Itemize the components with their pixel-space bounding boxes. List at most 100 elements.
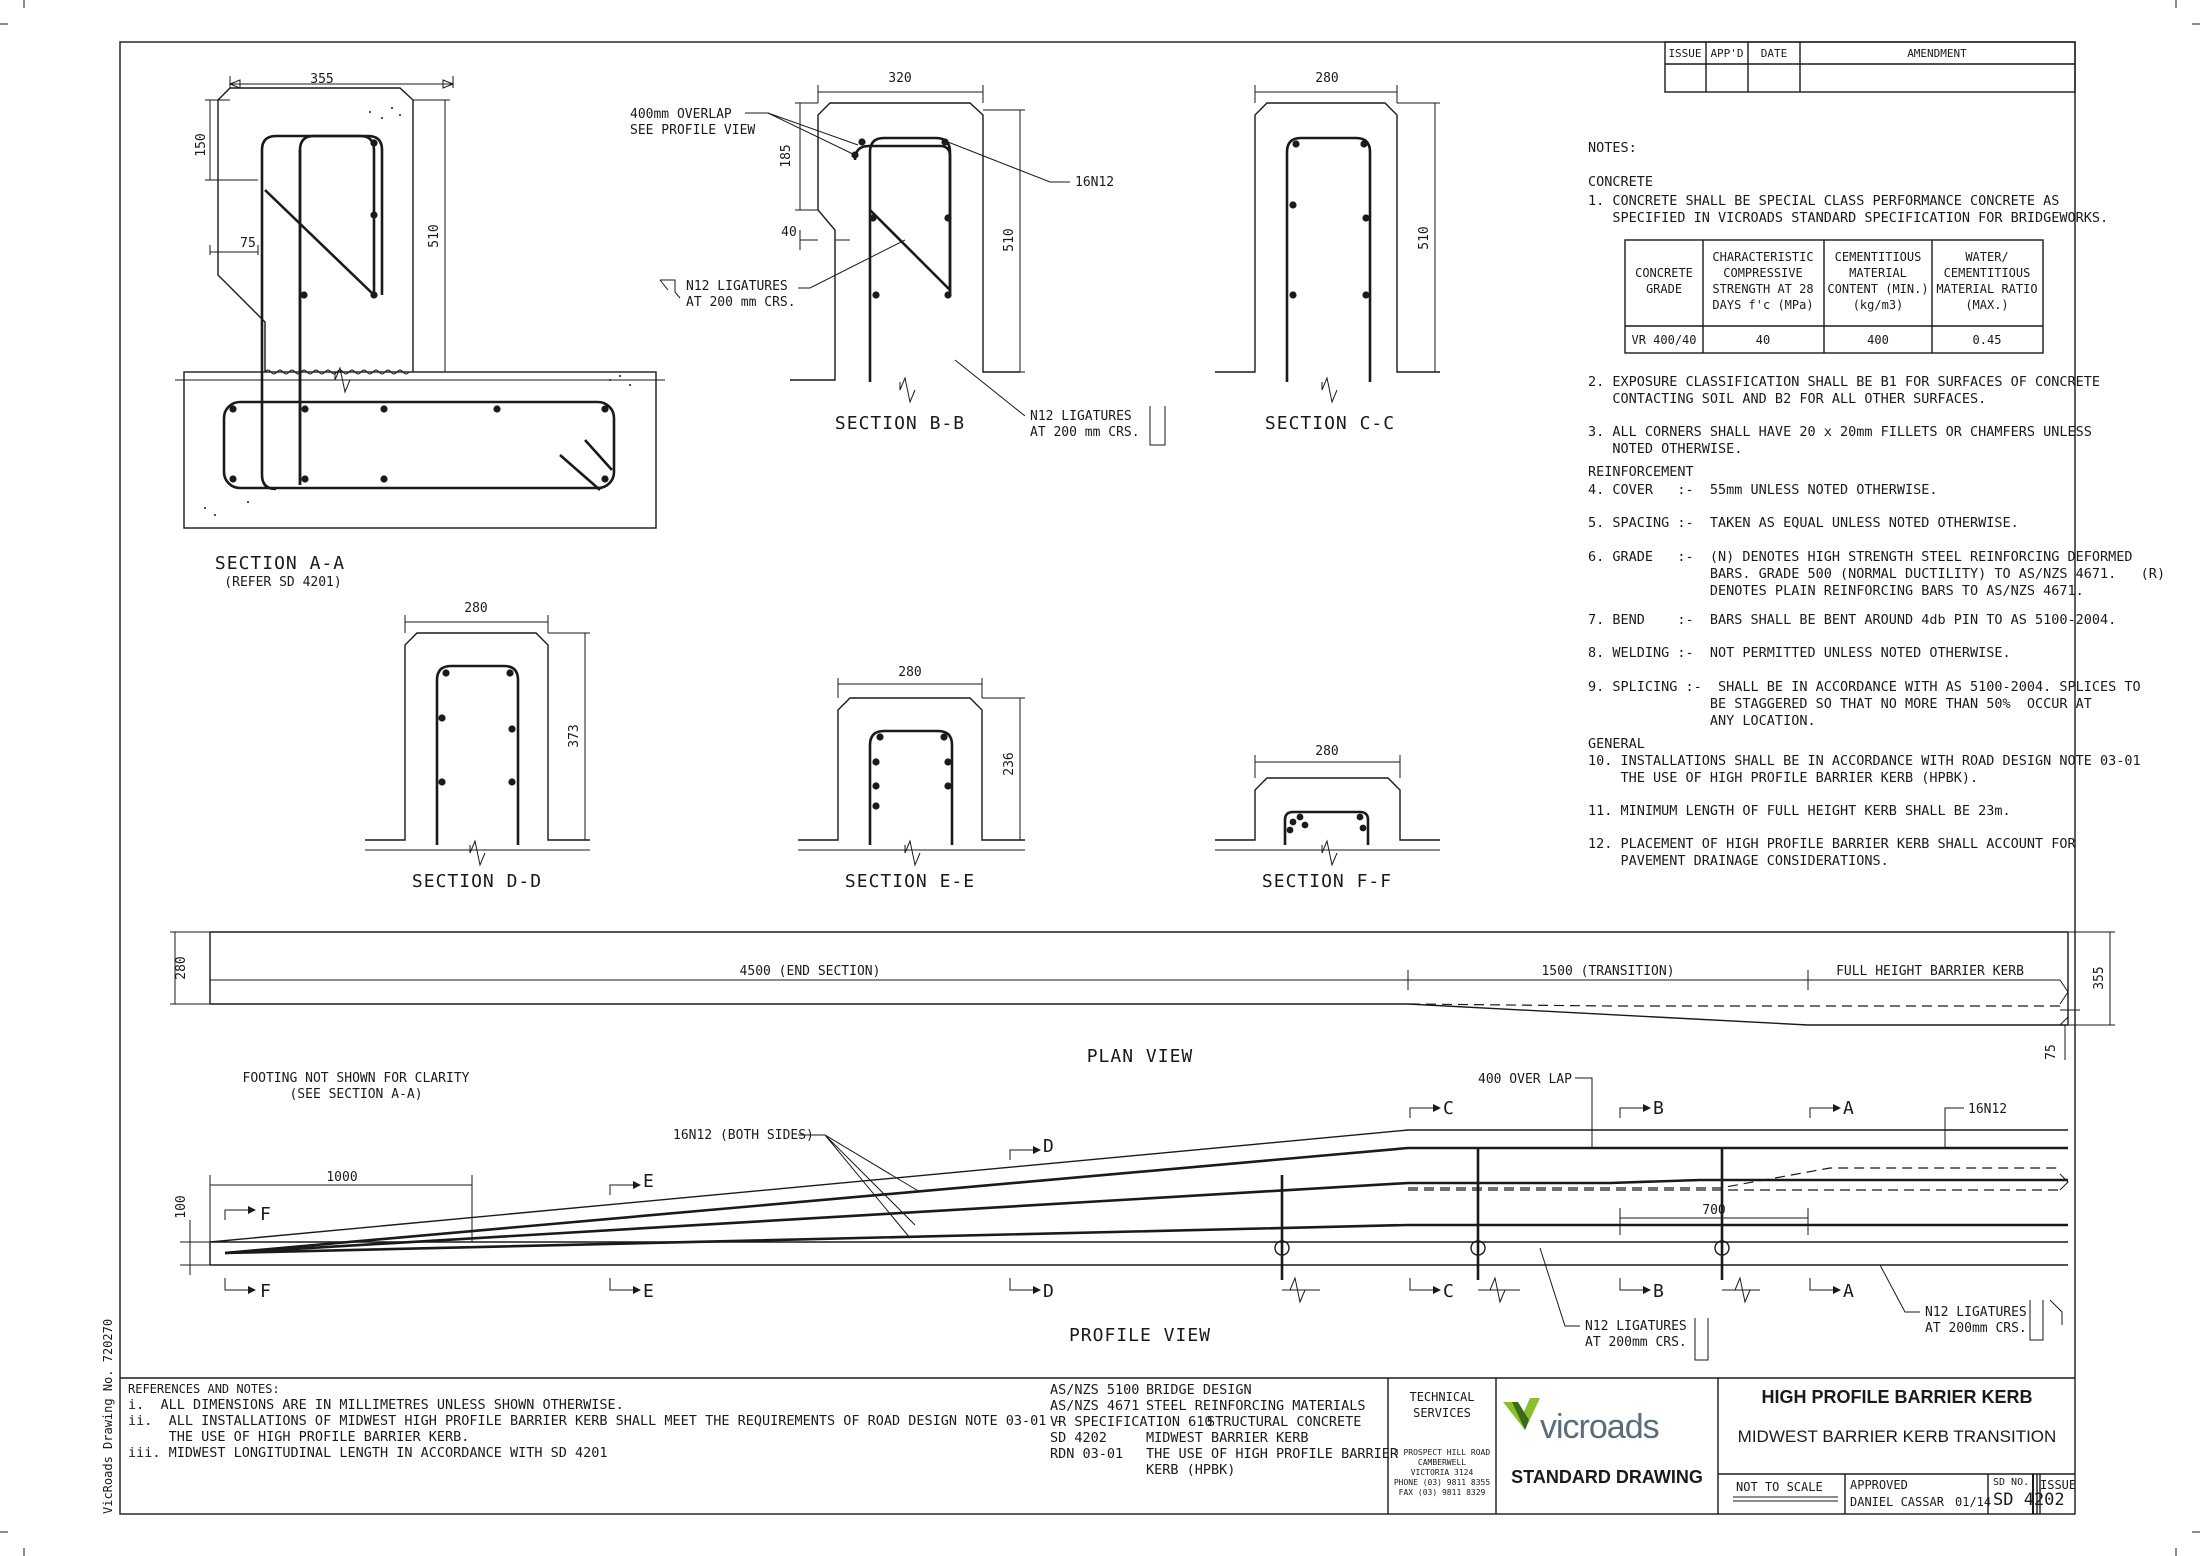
svg-text:320: 320 [888,71,911,86]
svg-text:(kg/m3): (kg/m3) [1853,298,1904,312]
svg-text:N12 LIGATURES: N12 LIGATURES [686,279,788,294]
callout-overlap-400: 400 OVER LAP [1478,1072,1572,1087]
section-aa-subtitle: (REFER SD 4201) [224,575,341,590]
svg-text:280: 280 [1315,744,1338,759]
mark-a-bottom: A [1843,1281,1855,1302]
sheet-border [119,41,2076,1515]
svg-text:CONCRETE: CONCRETE [1588,174,1653,190]
svg-text:AT 200mm CRS.: AT 200mm CRS. [1925,1321,2027,1336]
concrete-table: CONCRETE GRADE CHARACTERISTIC COMPRESSIV… [1624,239,2044,354]
svg-text:280: 280 [898,665,921,680]
svg-text:AS/NZS 4671: AS/NZS 4671 [1050,1398,1139,1414]
svg-text:01/14: 01/14 [1955,1495,1991,1509]
svg-text:75: 75 [240,236,256,251]
svg-text:SERVICES: SERVICES [1413,1406,1471,1420]
svg-text:12. PLACEMENT OF HIGH PROFILE: 12. PLACEMENT OF HIGH PROFILE BARRIER KE… [1588,836,2077,852]
svg-text:2. EXPOSURE CLASSIFICATION SHA: 2. EXPOSURE CLASSIFICATION SHALL BE B1 F… [1588,374,2100,390]
section-aa: 355 150 75 510 SECTION A-A (REFER SD 420… [175,72,665,590]
section-cc-title: SECTION C-C [1265,413,1395,434]
svg-text:3 PROSPECT HILL ROAD: 3 PROSPECT HILL ROAD [1394,1448,1491,1457]
svg-text:GRADE: GRADE [1646,282,1682,296]
plan-dim-transition: 1500 (TRANSITION) [1541,964,1674,979]
svg-text:CEMENTITIOUS: CEMENTITIOUS [1944,266,2031,280]
mark-e-bottom: E [643,1281,655,1302]
section-dd-title: SECTION D-D [412,871,542,892]
svg-text:355: 355 [310,72,333,87]
svg-text:AT 200 mm CRS.: AT 200 mm CRS. [1030,425,1140,440]
svg-text:1. CONCRETE SHALL BE SPECIAL C: 1. CONCRETE SHALL BE SPECIAL CLASS PERFO… [1588,193,2059,209]
svg-text:3. ALL CORNERS SHALL HAVE 20 x: 3. ALL CORNERS SHALL HAVE 20 x 20mm FILL… [1588,424,2092,440]
profile-view: 1000 100 700 F F E E D D C C B B A A FOO… [174,1071,2069,1361]
svg-text:VR 400/40: VR 400/40 [1631,333,1696,347]
mark-c-bottom: C [1443,1281,1455,1302]
svg-text:i. ALL DIMENSIONS ARE IN MILL: i. ALL DIMENSIONS ARE IN MILLIMETRES UNL… [128,1397,624,1413]
svg-text:185: 185 [779,144,794,167]
svg-text:BARS. GRADE 500 (NORMAL DUCTIL: BARS. GRADE 500 (NORMAL DUCTILITY) TO AS… [1588,566,2165,582]
svg-text:CHARACTERISTIC: CHARACTERISTIC [1712,250,1813,264]
svg-text:700: 700 [1702,1203,1725,1218]
svg-text:ii. ALL INSTALLATIONS OF MIDW: ii. ALL INSTALLATIONS OF MIDWEST HIGH PR… [128,1413,1063,1429]
svg-text:510: 510 [427,224,442,247]
drawing-title: HIGH PROFILE BARRIER KERB [1761,1387,2032,1407]
svg-text:CAMBERWELL: CAMBERWELL [1418,1458,1466,1467]
mark-e-top: E [643,1171,655,1192]
svg-text:KERB (HPBK): KERB (HPBK) [1146,1462,1235,1478]
profile-view-title: PROFILE VIEW [1069,1325,1211,1346]
svg-text:AS/NZS 5100: AS/NZS 5100 [1050,1382,1139,1398]
svg-text:236: 236 [1002,752,1017,775]
svg-text:100: 100 [174,1195,189,1218]
svg-text:CEMENTITIOUS: CEMENTITIOUS [1835,250,1922,264]
svg-text:(MAX.): (MAX.) [1965,298,2008,312]
callout-16n12: 16N12 [1075,175,1114,190]
svg-text:FOOTING NOT SHOWN FOR CLARITY: FOOTING NOT SHOWN FOR CLARITY [243,1071,470,1086]
svg-text:7. BEND :- BARS SHALL BE B: 7. BEND :- BARS SHALL BE BENT AROUND 4db… [1588,612,2116,628]
mark-f-top: F [260,1204,272,1225]
plan-dim-end: 4500 (END SECTION) [740,964,881,979]
svg-text:0.45: 0.45 [1973,333,2002,347]
svg-text:VR SPECIFICATION 610: VR SPECIFICATION 610 [1050,1414,1213,1430]
mark-b-top: B [1653,1098,1665,1119]
sd-no-text-label: SD NO. [1993,1477,2030,1488]
standard-drawing-label: STANDARD DRAWING [1511,1467,1703,1487]
callout-overlap: 400mm OVERLAP [630,107,732,122]
svg-text:BE STAGGERED SO THAT NO MORE T: BE STAGGERED SO THAT NO MORE THAN 50% OC… [1588,696,2092,712]
svg-text:CONTENT (MIN.): CONTENT (MIN.) [1827,282,1928,296]
svg-text:GENERAL: GENERAL [1588,736,1645,752]
svg-text:AT 200mm CRS.: AT 200mm CRS. [1585,1335,1687,1350]
svg-text:SEE PROFILE VIEW: SEE PROFILE VIEW [630,123,755,138]
svg-text:280: 280 [1315,71,1338,86]
svg-text:(SEE SECTION A-A): (SEE SECTION A-A) [289,1087,422,1102]
svg-text:STRUCTURAL CONCRETE: STRUCTURAL CONCRETE [1207,1414,1361,1430]
svg-text:N12 LIGATURES: N12 LIGATURES [1925,1305,2027,1320]
svg-text:WATER/: WATER/ [1965,250,2008,264]
svg-text:40: 40 [1756,333,1770,347]
svg-text:5. SPACING :- TAKEN AS EQUAL: 5. SPACING :- TAKEN AS EQUAL UNLESS NOTE… [1588,515,2019,531]
notes-block: NOTES: CONCRETE 1. CONCRETE SHALL BE SPE… [1588,140,2165,869]
svg-text:MIDWEST BARRIER KERB: MIDWEST BARRIER KERB [1146,1430,1309,1446]
svg-text:RDN 03-01: RDN 03-01 [1050,1446,1123,1462]
svg-text:FAX (03) 9811 8329: FAX (03) 9811 8329 [1399,1488,1486,1497]
section-cc: 280 510 SECTION C-C [1215,71,1440,434]
svg-text:NOTED OTHERWISE.: NOTED OTHERWISE. [1588,441,1742,457]
svg-text:ANY LOCATION.: ANY LOCATION. [1588,713,1816,729]
svg-text:4. COVER :- 55mm UNLESS NOT: 4. COVER :- 55mm UNLESS NOTED OTHERWISE. [1588,482,1938,498]
svg-text:1000: 1000 [326,1170,357,1185]
svg-text:400: 400 [1867,333,1889,347]
references-heading: REFERENCES AND NOTES: [128,1382,280,1396]
svg-text:6. GRADE :- (N) DENOTES HIG: 6. GRADE :- (N) DENOTES HIGH STRENGTH ST… [1588,549,2133,565]
svg-text:280: 280 [174,956,189,979]
svg-text:VICTORIA 3124: VICTORIA 3124 [1411,1468,1474,1477]
svg-text:PAVEMENT DRAINAGE CONSIDERATIO: PAVEMENT DRAINAGE CONSIDERATIONS. [1588,853,1889,869]
svg-text:THE USE OF HIGH PROFILE BARRIE: THE USE OF HIGH PROFILE BARRIER [1146,1446,1399,1462]
section-ee-title: SECTION E-E [845,871,975,892]
svg-text:NOTES:: NOTES: [1588,140,1637,156]
drawing-subtitle: MIDWEST BARRIER KERB TRANSITION [1738,1427,2057,1446]
svg-text:75: 75 [2044,1044,2059,1060]
section-aa-title: SECTION A-A [215,553,345,574]
mark-f-bottom: F [260,1281,272,1302]
svg-text:40: 40 [781,225,797,240]
svg-text:355: 355 [2092,966,2107,989]
svg-text:11. MINIMUM LENGTH OF FULL HEI: 11. MINIMUM LENGTH OF FULL HEIGHT KERB S… [1588,803,2011,819]
